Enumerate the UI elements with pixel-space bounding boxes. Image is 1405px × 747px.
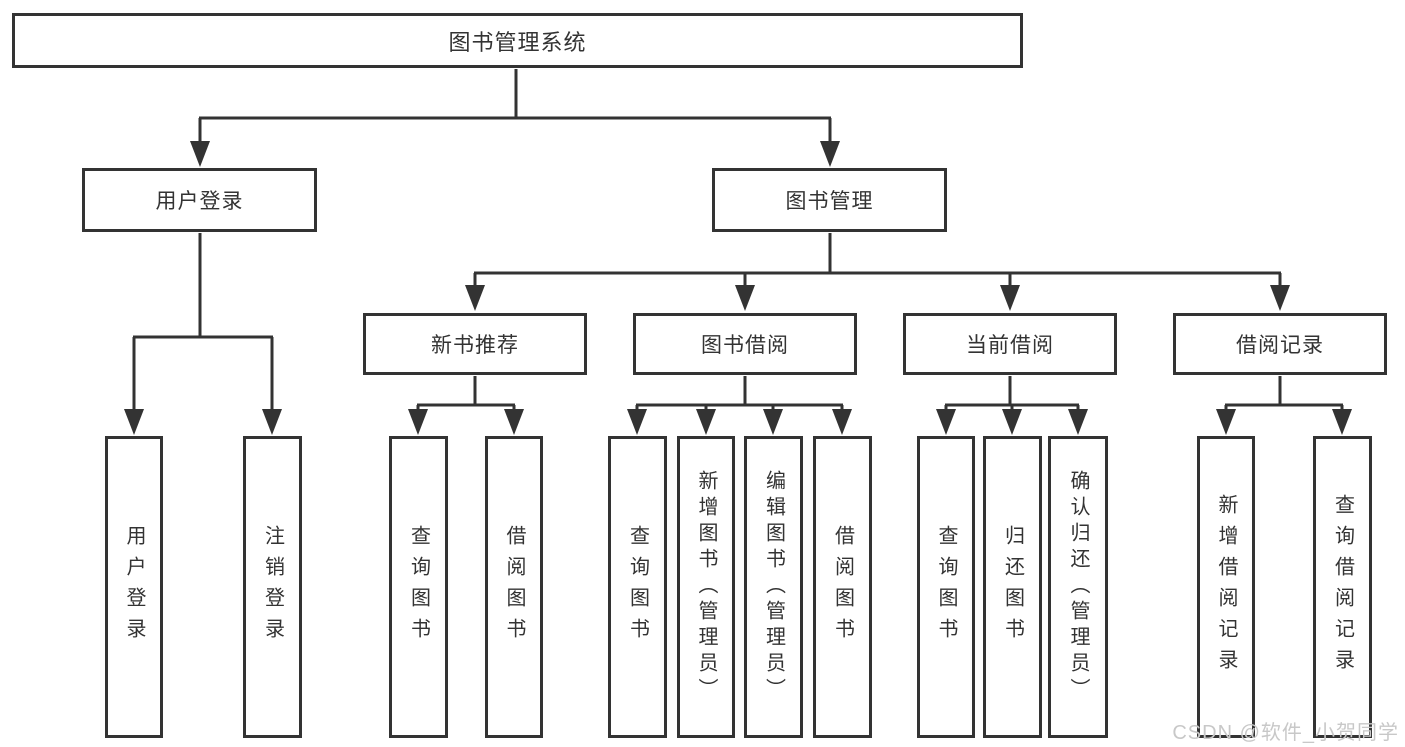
- node-book-borrow-label: 图书借阅: [701, 334, 789, 357]
- arrowhead: [1332, 409, 1352, 435]
- connector-bookborrow-to-leaves: [635, 376, 844, 411]
- node-record-add: 新增借阅记录: [1197, 436, 1255, 738]
- node-newbook-query: 查询图书: [389, 436, 448, 738]
- arrowhead: [465, 285, 485, 311]
- connector-bookmgmt-to-level3: [473, 233, 1282, 287]
- node-login-action: 用户登录: [105, 436, 163, 738]
- node-borrow-records-label: 借阅记录: [1236, 334, 1324, 357]
- connector-userlogin-to-leaves: [132, 233, 274, 411]
- node-current-confirm-admin-label: 确认归还（管理员）: [1067, 470, 1089, 704]
- node-root-label: 图书管理系统: [448, 29, 587, 55]
- node-current-query-label: 查询图书: [935, 525, 957, 649]
- node-borrow-query: 查询图书: [608, 436, 667, 738]
- arrowhead: [1270, 285, 1290, 311]
- node-book-management-label: 图书管理: [785, 190, 874, 213]
- node-borrow-borrow: 借阅图书: [813, 436, 872, 738]
- node-new-book-recommend: 新书推荐: [363, 313, 587, 375]
- node-current-return: 归还图书: [983, 436, 1042, 738]
- node-record-query: 查询借阅记录: [1313, 436, 1372, 738]
- node-borrow-add-admin-label: 新增图书（管理员）: [695, 470, 717, 704]
- connector-currentborrow-to-leaves: [944, 376, 1080, 411]
- node-new-book-recommend-label: 新书推荐: [431, 334, 519, 357]
- node-book-borrow: 图书借阅: [633, 313, 857, 375]
- arrowhead: [832, 409, 852, 435]
- connector-newbook-to-leaves: [416, 376, 516, 411]
- node-borrow-query-label: 查询图书: [626, 525, 649, 649]
- node-logout-action-label: 注销登录: [261, 525, 284, 649]
- arrowhead: [504, 409, 524, 435]
- arrowhead: [820, 141, 840, 167]
- connector-root-to-level2: [198, 69, 832, 143]
- node-current-query: 查询图书: [917, 436, 975, 738]
- node-current-return-label: 归还图书: [1001, 525, 1024, 649]
- node-newbook-borrow: 借阅图书: [485, 436, 543, 738]
- node-newbook-borrow-label: 借阅图书: [503, 525, 525, 649]
- arrowhead: [1002, 409, 1022, 435]
- arrowhead: [696, 409, 716, 435]
- arrowhead: [1000, 285, 1020, 311]
- node-borrow-records: 借阅记录: [1173, 313, 1387, 375]
- node-current-confirm-admin: 确认归还（管理员）: [1048, 436, 1108, 738]
- arrowhead: [190, 141, 210, 167]
- arrowhead: [936, 409, 956, 435]
- arrowhead: [1068, 409, 1088, 435]
- node-record-add-label: 新增借阅记录: [1215, 494, 1237, 680]
- node-current-borrow: 当前借阅: [903, 313, 1117, 375]
- node-borrow-borrow-label: 借阅图书: [831, 525, 854, 649]
- node-user-login-label: 用户登录: [155, 190, 244, 213]
- node-borrow-add-admin: 新增图书（管理员）: [677, 436, 735, 738]
- arrowhead: [763, 409, 783, 435]
- node-user-login: 用户登录: [82, 168, 317, 232]
- node-root: 图书管理系统: [12, 13, 1023, 68]
- node-book-management: 图书管理: [712, 168, 947, 232]
- arrowhead: [1216, 409, 1236, 435]
- node-newbook-query-label: 查询图书: [407, 525, 430, 649]
- node-borrow-edit-admin-label: 编辑图书（管理员）: [762, 470, 785, 704]
- connector-borrowrecord-to-leaves: [1224, 376, 1344, 411]
- node-current-borrow-label: 当前借阅: [966, 334, 1054, 357]
- node-record-query-label: 查询借阅记录: [1331, 494, 1354, 680]
- node-logout-action: 注销登录: [243, 436, 302, 738]
- arrowhead: [627, 409, 647, 435]
- arrowhead: [735, 285, 755, 311]
- arrowhead: [408, 409, 428, 435]
- csdn-watermark: CSDN @软件_小贺同学: [1172, 722, 1399, 744]
- node-login-action-label: 用户登录: [123, 525, 145, 649]
- node-borrow-edit-admin: 编辑图书（管理员）: [744, 436, 803, 738]
- arrowhead: [124, 409, 144, 435]
- arrowhead: [262, 409, 282, 435]
